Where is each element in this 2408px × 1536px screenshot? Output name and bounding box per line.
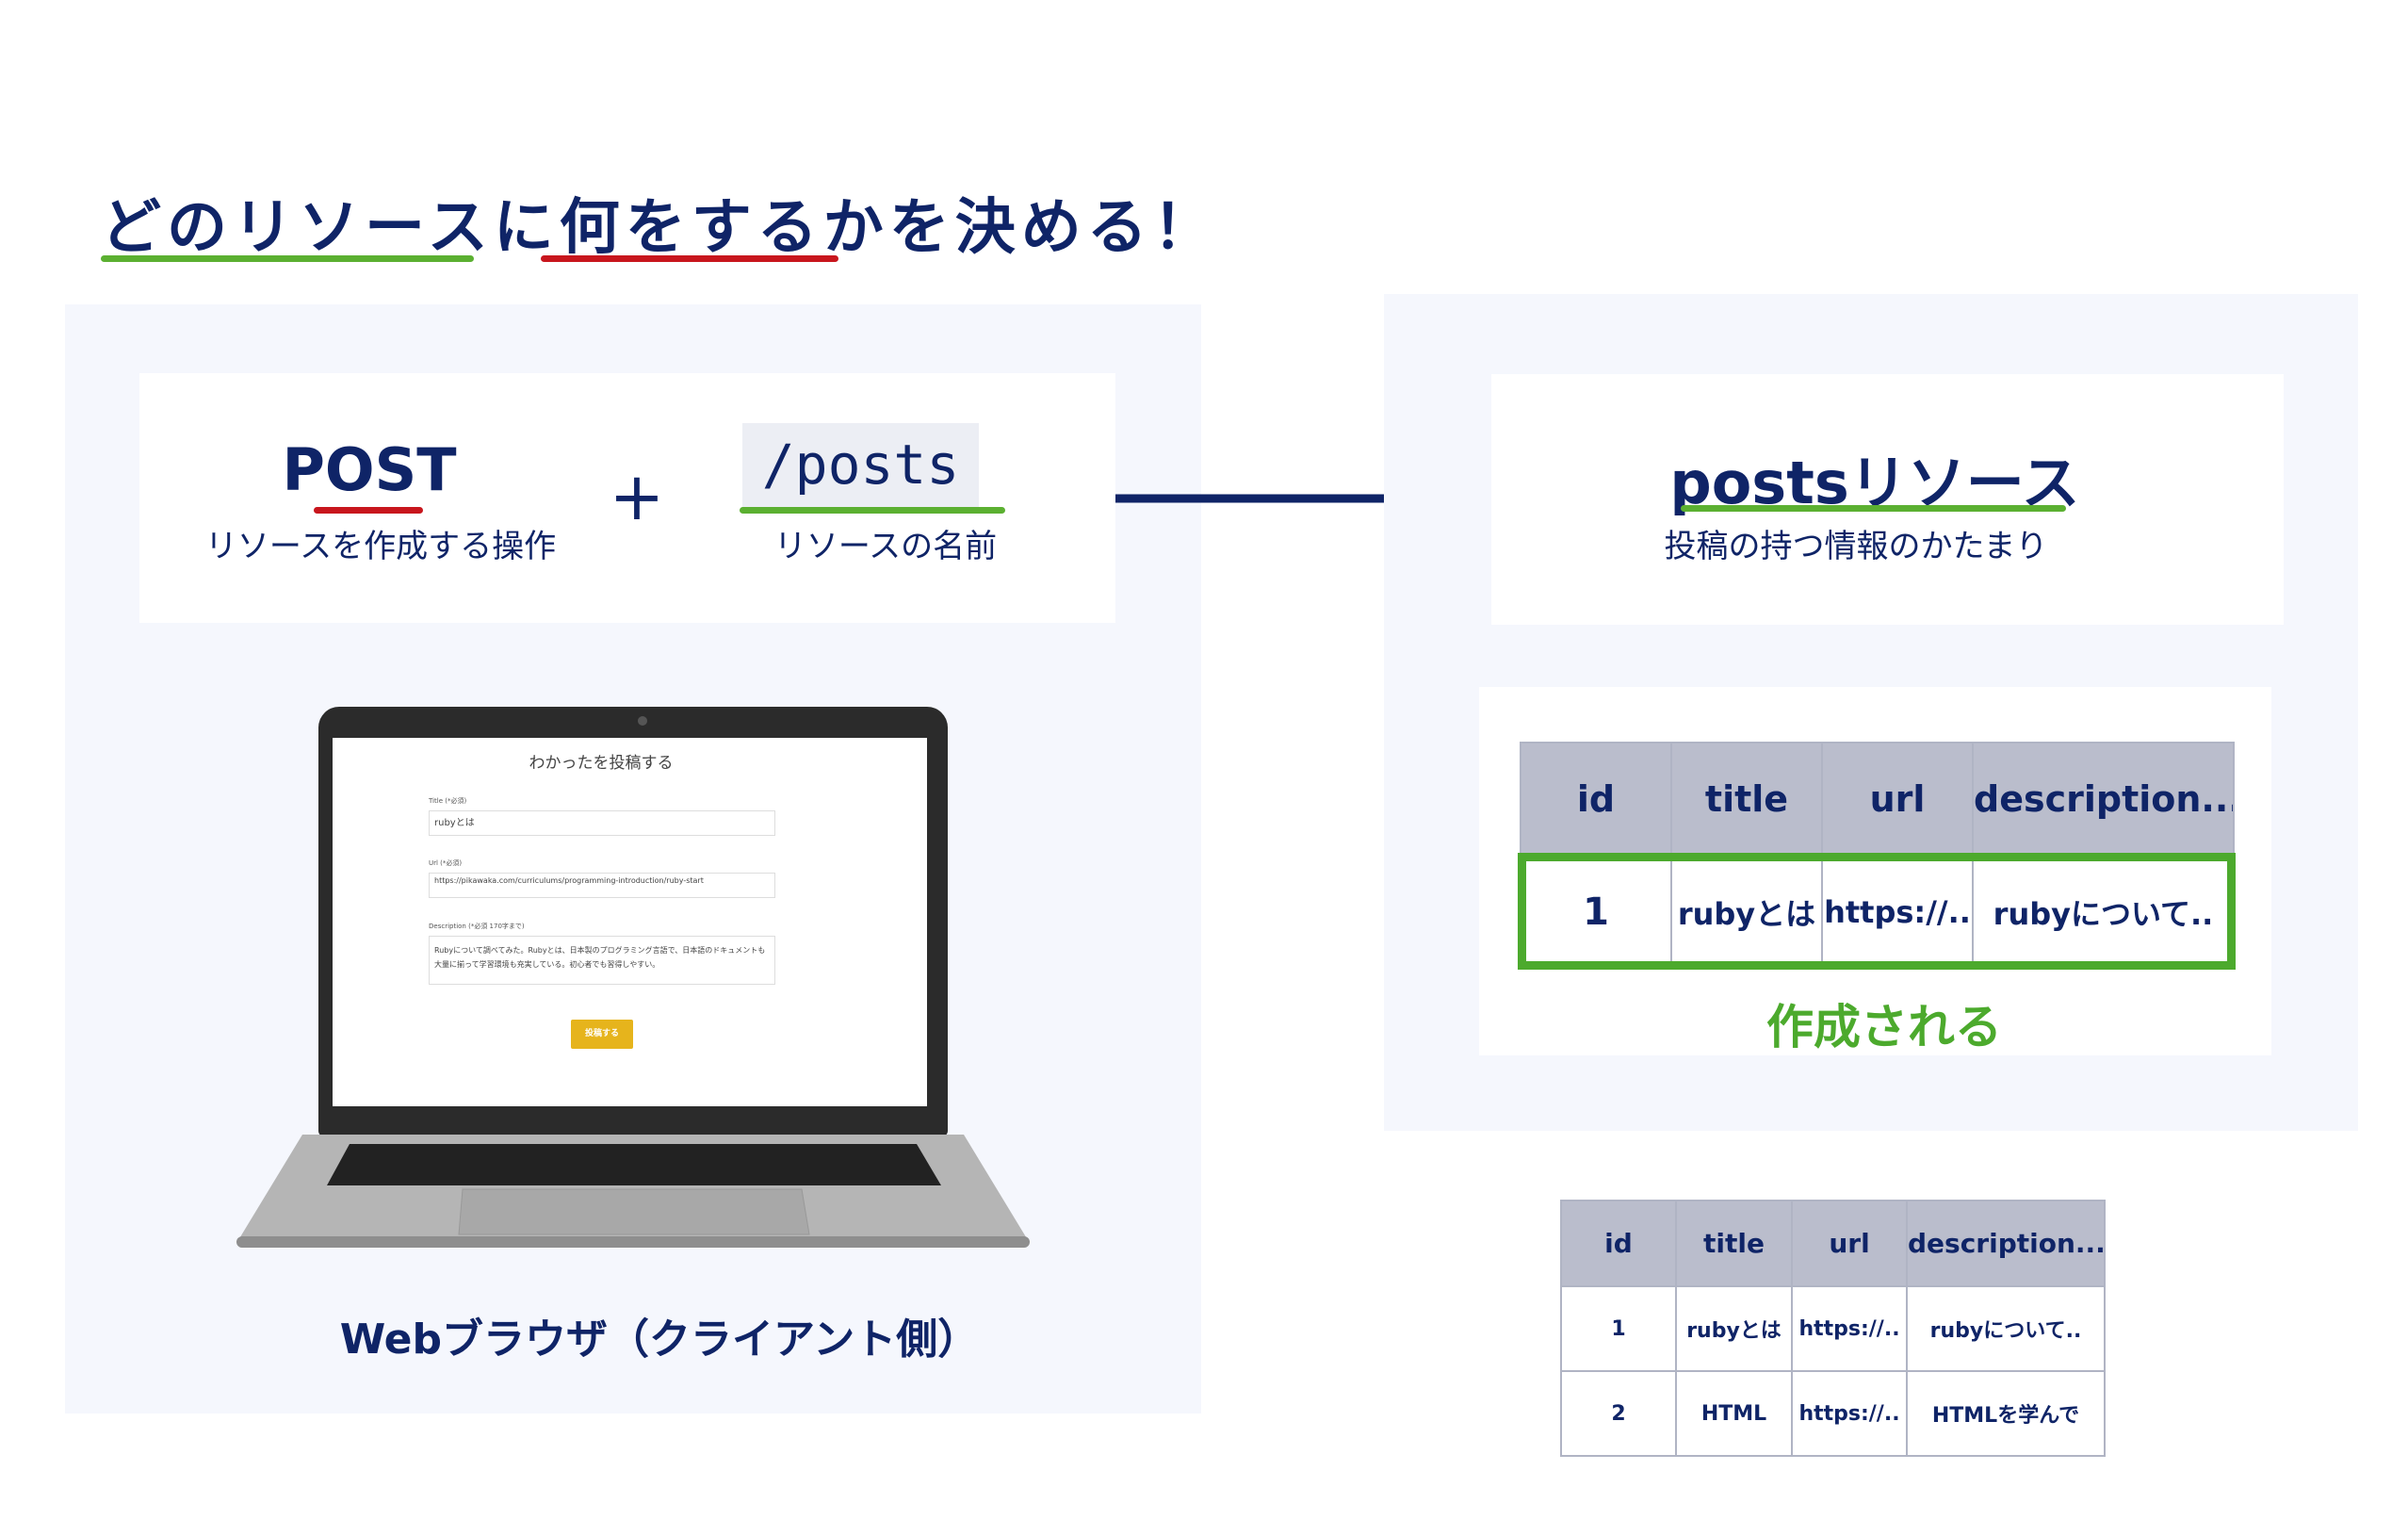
path-underline xyxy=(740,507,1005,514)
resource-underline xyxy=(1681,505,2066,512)
col-description: description... xyxy=(1972,742,2235,857)
url-label: Url (*必須) xyxy=(429,859,463,867)
plus-sign: + xyxy=(609,458,665,535)
camera-icon xyxy=(638,716,647,726)
submit-button[interactable]: 投稿する xyxy=(571,1020,633,1049)
col-id: id xyxy=(1560,1200,1677,1287)
created-caption: 作成される xyxy=(1766,1000,2002,1054)
col-url: url xyxy=(1791,1200,1908,1287)
col-id: id xyxy=(1520,742,1672,857)
title-label: Title (*必須) xyxy=(429,797,467,805)
col-url: url xyxy=(1821,742,1974,857)
resource-caption: 投稿の持つ情報のかたまり xyxy=(1664,528,2048,565)
client-label: Webブラウザ（クライアント側） xyxy=(339,1315,980,1364)
laptop-base xyxy=(236,1135,1030,1248)
description-label: Description (*必須 170字まで) xyxy=(429,923,525,930)
col-title: title xyxy=(1675,1200,1793,1287)
heading-underline-green xyxy=(101,255,474,262)
col-title: title xyxy=(1670,742,1823,857)
heading-underline-red xyxy=(541,255,838,262)
http-method: POST xyxy=(282,435,457,504)
title-input[interactable]: rubyとは xyxy=(429,810,775,836)
method-underline xyxy=(314,507,423,514)
resource-path: /posts xyxy=(742,423,979,507)
form-title: わかったを投稿する xyxy=(529,754,674,773)
method-caption: リソースを作成する操作 xyxy=(204,528,557,565)
path-caption: リソースの名前 xyxy=(773,528,998,565)
description-textarea[interactable]: Rubyについて調べてみた。Rubyとは、日本製のプログラミング言語で、日本語の… xyxy=(429,936,775,985)
laptop-screen: わかったを投稿する Title (*必須) rubyとは Url (*必須) h… xyxy=(333,738,927,1106)
col-description: description... xyxy=(1906,1200,2106,1287)
url-input[interactable]: https://pikawaka.com/curriculums/program… xyxy=(429,873,775,898)
created-row-highlight xyxy=(1518,853,2236,970)
page-heading: どのリソースに何をするかを決める！ xyxy=(101,193,1219,263)
resource-card xyxy=(1491,374,2284,625)
